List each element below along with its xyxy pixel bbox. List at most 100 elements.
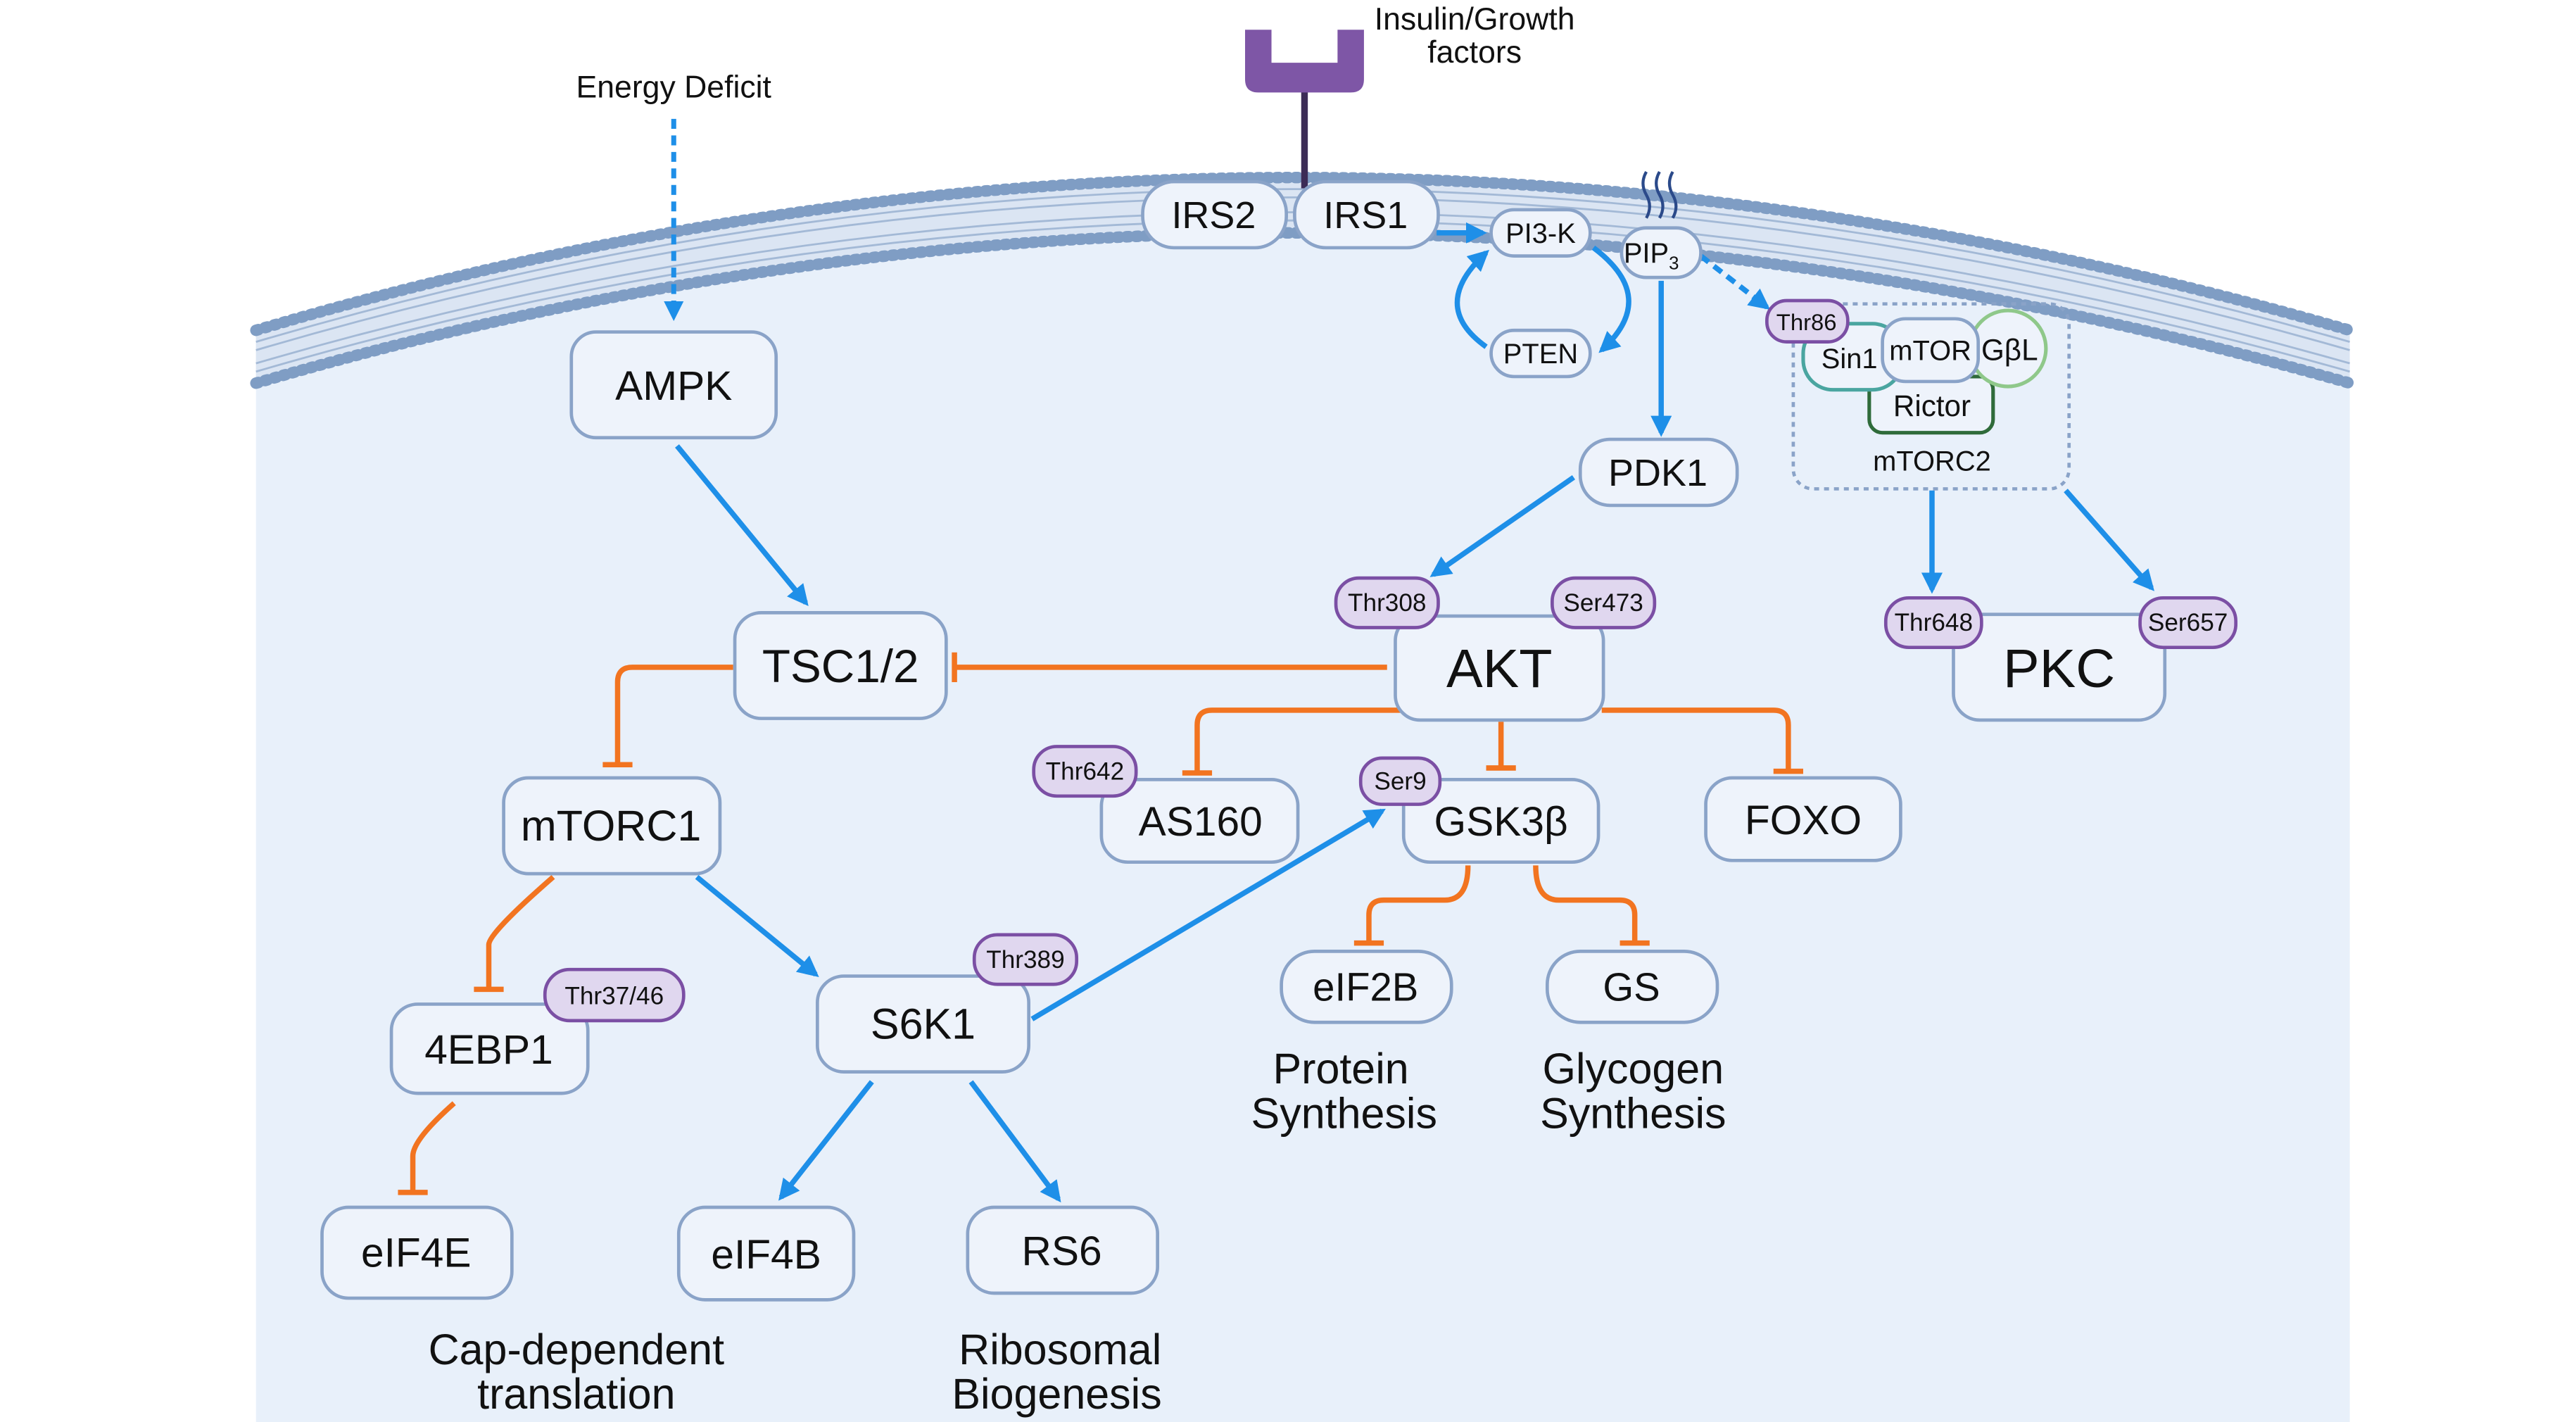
node-eif2b: eIF2B: [1280, 950, 1453, 1024]
svg-text:PDK1: PDK1: [1608, 452, 1707, 494]
inhibit-akt-tsc: [952, 652, 1387, 682]
protein-synthesis-label-1: Protein: [1273, 1045, 1408, 1093]
insulin-receptor-icon: [1245, 30, 1364, 189]
inhibit-akt-gsk3b: [1486, 722, 1516, 771]
site-ser473: Ser473: [1551, 576, 1657, 629]
activation-arrows: [675, 222, 2154, 1203]
svg-text:GS: GS: [1603, 965, 1660, 1009]
ribosomal-label-1: Ribosomal: [959, 1326, 1161, 1373]
svg-text:S6K1: S6K1: [871, 1000, 976, 1048]
node-pi3k: PI3-K: [1489, 208, 1592, 258]
inhibit-gsk3b-eif2b: [1353, 865, 1471, 946]
svg-text:TSC1/2: TSC1/2: [762, 641, 919, 692]
protein-synthesis-label-2: Synthesis: [1251, 1089, 1437, 1137]
site-thr648: Thr648: [1883, 596, 1983, 650]
glycogen-synthesis-label-1: Glycogen: [1543, 1045, 1724, 1093]
node-pdk1: PDK1: [1578, 437, 1739, 508]
mtorc2-box: [1791, 302, 2071, 491]
site-thr642: Thr642: [1032, 745, 1138, 798]
svg-text:Ser473: Ser473: [1563, 589, 1643, 617]
arrow-s6k1-rs6: [968, 1080, 1061, 1203]
arrow-ampk-tsc: [675, 444, 809, 606]
svg-text:FOXO: FOXO: [1745, 798, 1862, 843]
site-ser657: Ser657: [2138, 596, 2238, 650]
glycogen-synthesis-label-2: Synthesis: [1540, 1089, 1726, 1137]
site-ser9: Ser9: [1358, 756, 1442, 806]
outcome-labels: Protein Synthesis Glycogen Synthesis Cap…: [429, 1045, 1726, 1418]
node-eif4b: eIF4B: [676, 1205, 856, 1302]
nodes: AMPK IRS2 IRS1 PI3-K PTEN PIP3: [320, 170, 2167, 1302]
svg-text:IRS2: IRS2: [1171, 194, 1256, 237]
svg-text:Ser9: Ser9: [1374, 767, 1426, 795]
gbl-label: GβL: [1981, 333, 2038, 366]
inhibit-akt-as160: [1182, 707, 1401, 776]
pip3-subscript: 3: [1669, 253, 1679, 273]
arrow-s6k1-gsk3b: [1030, 808, 1386, 1021]
svg-text:PI3-K: PI3-K: [1505, 218, 1576, 249]
arrow-pip3-mtorc2: [1699, 253, 1771, 310]
cap-dependent-label-2: translation: [477, 1370, 675, 1418]
node-irs1: IRS1: [1293, 180, 1440, 250]
site-thr308: Thr308: [1334, 576, 1440, 629]
svg-text:AKT: AKT: [1446, 638, 1553, 699]
site-thr3746: Thr37/46: [543, 967, 686, 1023]
node-rs6: RS6: [966, 1205, 1160, 1295]
svg-text:Thr86: Thr86: [1776, 309, 1837, 335]
inhibition-arrows: [398, 652, 1803, 1195]
node-gs: GS: [1545, 950, 1719, 1024]
arrow-pi3k-pten: [1591, 245, 1631, 353]
ribosomal-label-2: Biogenesis: [952, 1370, 1161, 1418]
inhibit-mtorc1-4ebp1: [474, 874, 555, 993]
svg-text:Thr642: Thr642: [1046, 757, 1125, 785]
mtorc2-label: mTORC2: [1873, 446, 1991, 477]
node-as160: AS160: [1099, 778, 1300, 864]
svg-text:Thr37/46: Thr37/46: [564, 982, 664, 1009]
svg-text:AS160: AS160: [1139, 799, 1263, 845]
svg-text:PKC: PKC: [2003, 638, 2115, 699]
cap-dependent-label-1: Cap-dependent: [429, 1326, 725, 1373]
node-irs2: IRS2: [1141, 180, 1288, 250]
rictor-label: Rictor: [1893, 389, 1971, 422]
node-gsk3b: GSK3β: [1401, 778, 1600, 864]
svg-text:Thr389: Thr389: [986, 946, 1065, 974]
svg-text:PTEN: PTEN: [1503, 339, 1578, 370]
arrow-pten-pi3k: [1454, 249, 1489, 349]
arrow-mtorc2-ser657: [2064, 489, 2154, 591]
mtorc2-complex: Rictor Sin1 GβL mTOR mTORC2: [1791, 302, 2071, 491]
svg-text:eIF2B: eIF2B: [1313, 965, 1418, 1009]
energy-deficit-label: Energy Deficit: [576, 70, 772, 104]
inhibit-4ebp1-eif4e: [398, 1101, 456, 1195]
node-tsc: TSC1/2: [733, 611, 948, 720]
arrow-s6k1-eif4b: [778, 1080, 874, 1201]
inhibit-tsc-mtorc1: [602, 665, 733, 768]
svg-text:Thr308: Thr308: [1348, 589, 1427, 617]
svg-text:IRS1: IRS1: [1323, 194, 1408, 237]
insulin-label-2: factors: [1427, 35, 1522, 70]
node-4ebp1: 4EBP1: [389, 1002, 590, 1095]
arrow-mtorc1-s6k1: [695, 874, 819, 978]
node-eif4e: eIF4E: [320, 1205, 514, 1300]
node-mtorc1: mTORC1: [502, 776, 722, 876]
svg-text:Ser657: Ser657: [2148, 609, 2228, 636]
node-pkc: PKC: [1952, 612, 2167, 722]
svg-text:4EBP1: 4EBP1: [424, 1027, 553, 1073]
svg-text:Thr648: Thr648: [1895, 609, 1974, 636]
node-pten: PTEN: [1489, 328, 1592, 379]
inhibit-gsk3b-gs: [1533, 865, 1650, 946]
mtor-shape: [1881, 317, 1981, 384]
node-pip3: PIP3: [1620, 170, 1703, 279]
phospho-sites: Thr86 Thr308 Ser473 Thr648 Ser657 Thr642…: [543, 298, 2238, 1023]
svg-text:AMPK: AMPK: [615, 363, 732, 409]
node-foxo: FOXO: [1704, 776, 1902, 862]
pip3-label: PIP: [1624, 238, 1669, 269]
svg-text:eIF4B: eIF4B: [711, 1232, 821, 1278]
mtor-label: mTOR: [1889, 335, 1971, 366]
node-s6k1: S6K1: [816, 974, 1031, 1074]
node-akt: AKT: [1394, 614, 1605, 722]
arrow-pdk1-akt: [1429, 474, 1576, 577]
inhibit-akt-foxo: [1601, 707, 1803, 774]
node-ampk: AMPK: [569, 330, 778, 440]
site-thr389: Thr389: [972, 933, 1079, 986]
insulin-label-1: Insulin/Growth: [1375, 2, 1575, 37]
